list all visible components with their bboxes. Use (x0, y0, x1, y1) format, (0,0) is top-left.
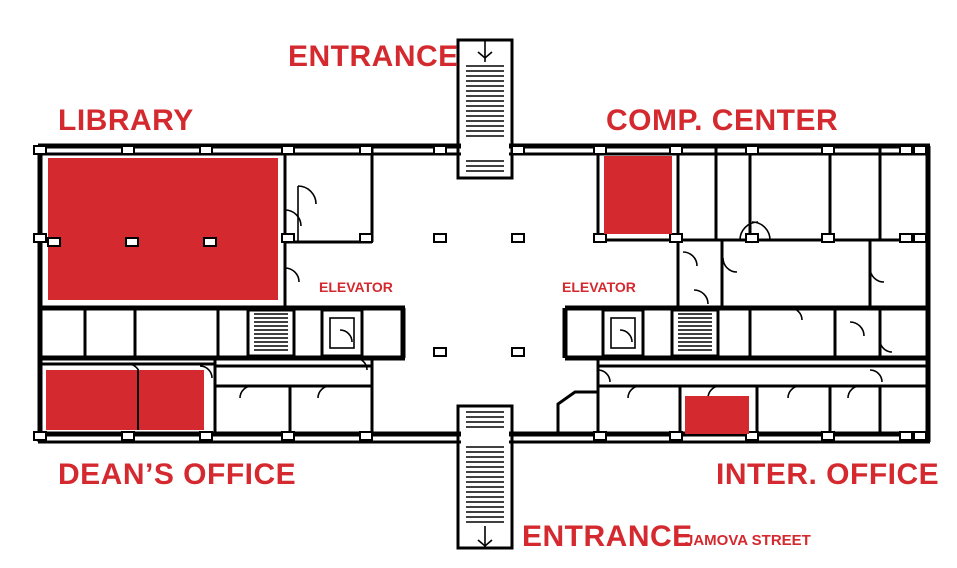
left-stairwell (246, 308, 296, 358)
entrance-top-label: ENTRANCE (288, 40, 459, 73)
bottom-entrance-stairs[interactable] (456, 404, 514, 550)
column (121, 145, 135, 155)
column (913, 233, 927, 243)
column (899, 145, 913, 155)
deans-office-room[interactable] (46, 370, 204, 430)
street-label: JAMOVA STREET (685, 532, 811, 549)
column (745, 233, 759, 243)
right-stairwell (670, 308, 720, 358)
left-wing-walls (40, 146, 406, 434)
column (669, 145, 683, 155)
column (121, 431, 135, 441)
column (281, 145, 295, 155)
column (593, 431, 607, 441)
entrance-bottom-label: ENTRANCE (522, 520, 693, 553)
column (433, 145, 447, 155)
column (359, 233, 373, 243)
column (33, 145, 47, 155)
column (899, 431, 913, 441)
column (199, 145, 213, 155)
library-columns (47, 237, 217, 247)
comp-center-label: COMP. CENTER (606, 104, 838, 137)
column (33, 233, 47, 243)
elevator-left-label: ELEVATOR (319, 279, 393, 295)
deans-office-label: DEAN’S OFFICE (58, 458, 296, 491)
column (821, 431, 835, 441)
column (669, 233, 683, 243)
column (433, 233, 447, 243)
elevator-right-label: ELEVATOR (562, 279, 636, 295)
library-room[interactable] (48, 158, 278, 300)
column (281, 233, 295, 243)
inter-office-room[interactable] (685, 396, 749, 434)
column (821, 145, 835, 155)
column (511, 145, 525, 155)
inter-office-label: INTER. OFFICE (716, 458, 939, 491)
top-entrance-stairs[interactable] (456, 38, 514, 180)
right-wing-walls (556, 146, 928, 434)
library-label: LIBRARY (58, 104, 194, 137)
column (511, 233, 525, 243)
column (433, 347, 447, 357)
column (199, 431, 213, 441)
column (669, 431, 683, 441)
door-swings (127, 185, 893, 399)
column (281, 431, 295, 441)
column (821, 233, 835, 243)
column (359, 145, 373, 155)
column (511, 347, 525, 357)
structural-columns (33, 145, 927, 441)
column (593, 233, 607, 243)
column (33, 431, 47, 441)
column (745, 431, 759, 441)
column (359, 431, 373, 441)
building-outline (37, 140, 931, 446)
column (913, 145, 927, 155)
column (913, 431, 927, 441)
column (745, 145, 759, 155)
column (593, 145, 607, 155)
comp-center-room[interactable] (604, 156, 672, 234)
column (899, 233, 913, 243)
